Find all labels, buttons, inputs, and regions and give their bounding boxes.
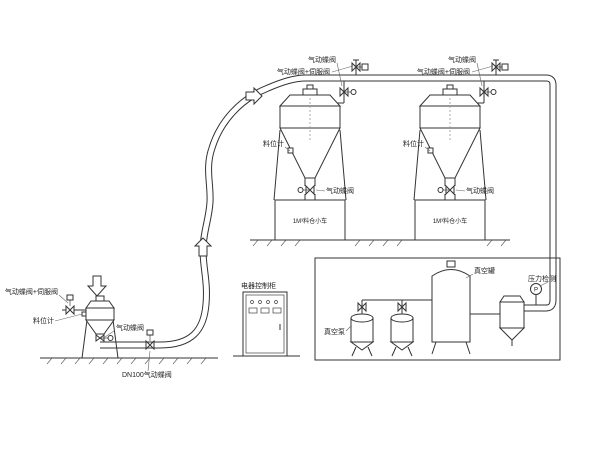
receiver-1-level-label: 料位计 [263,139,284,148]
receiver-1-top-valves [337,59,369,104]
receiver-1-stand [274,199,346,241]
control-cabinet [242,291,288,357]
flow-arrow-down-icon [86,275,108,297]
receiver-1 [273,84,347,241]
receiver-1-dome [278,94,342,107]
feed-station [62,294,119,359]
receiver-2-level-sensor-icon [427,147,434,154]
receiver-2-valve-label: 气动蝶阀 [448,55,476,64]
upper-platform [250,239,510,247]
receiver-2-discharge-label: 气动蝶阀 [466,186,494,195]
pump-2-valve-icon [397,301,407,313]
control-cabinet-label: 电器控制柜 [241,281,276,290]
pressure-gauge-icon [530,283,542,295]
receiver-1-valve-label: 气动蝶阀 [308,55,336,64]
receiver-2-stand [414,199,486,241]
receiver-1-body [279,105,341,129]
feed-level-label: 料位计 [33,316,54,325]
vacuum-tank [431,260,471,355]
receiver-2-servo-valve-label: 气动蝶阀+伺服阀 [417,67,470,76]
pressure-gauge-letter: P [534,288,538,294]
receiver-2-stand-label: 1M³料仓小车 [433,217,467,225]
receiver-2-body [419,105,481,129]
feed-level-sensor-icon [81,311,87,317]
conveying-pipe [100,74,557,349]
receiver-1-discharge-label: 气动蝶阀 [326,186,354,195]
labels: 气动蝶阀 气动蝶阀+伺服阀 料位计 气动蝶阀 1M³料仓小车 气动蝶阀 气动蝶阀… [5,55,556,379]
vacuum-pump-label: 真空泵 [324,327,345,336]
vacuum-room-outline [314,257,561,361]
dn100-valve-label: DN100气动蝶阀 [122,370,172,379]
pump-1-valve-icon [357,301,367,313]
feed-inlet-valve-label: 气动蝶阀+伺服阀 [5,287,58,296]
feed-inlet-valve-icon [65,304,75,316]
vacuum-room: P [314,257,561,361]
ground-lines [40,355,300,365]
receiver-1-servo-valve-label: 气动蝶阀+伺服阀 [277,67,330,76]
vacuum-pump-2 [389,300,415,357]
receiver-2-dome [418,94,482,107]
receiver-2 [413,84,487,241]
feed-hopper-body [85,307,115,321]
flow-arrow-right-icon [245,86,263,106]
feed-discharge-valve-label: 气动蝶阀 [116,323,144,332]
dn100-valve-icon [145,339,155,351]
feed-hopper-lid [85,300,115,309]
receiver-2-level-label: 料位计 [403,139,424,148]
receiver-2-top-valves [477,59,509,104]
dn100-valve [145,329,155,351]
receiver-1-stand-label: 1M³料仓小车 [293,217,327,225]
filter-unit: P [498,283,542,346]
receiver-1-level-sensor-icon [287,147,294,154]
vacuum-pump-1 [349,300,375,357]
pressure-detection-label: 压力检测 [528,274,556,283]
feed-hopper-cone [85,319,115,335]
flow-arrow-up-icon [193,237,213,257]
vacuum-tank-label: 真空罐 [474,266,495,275]
